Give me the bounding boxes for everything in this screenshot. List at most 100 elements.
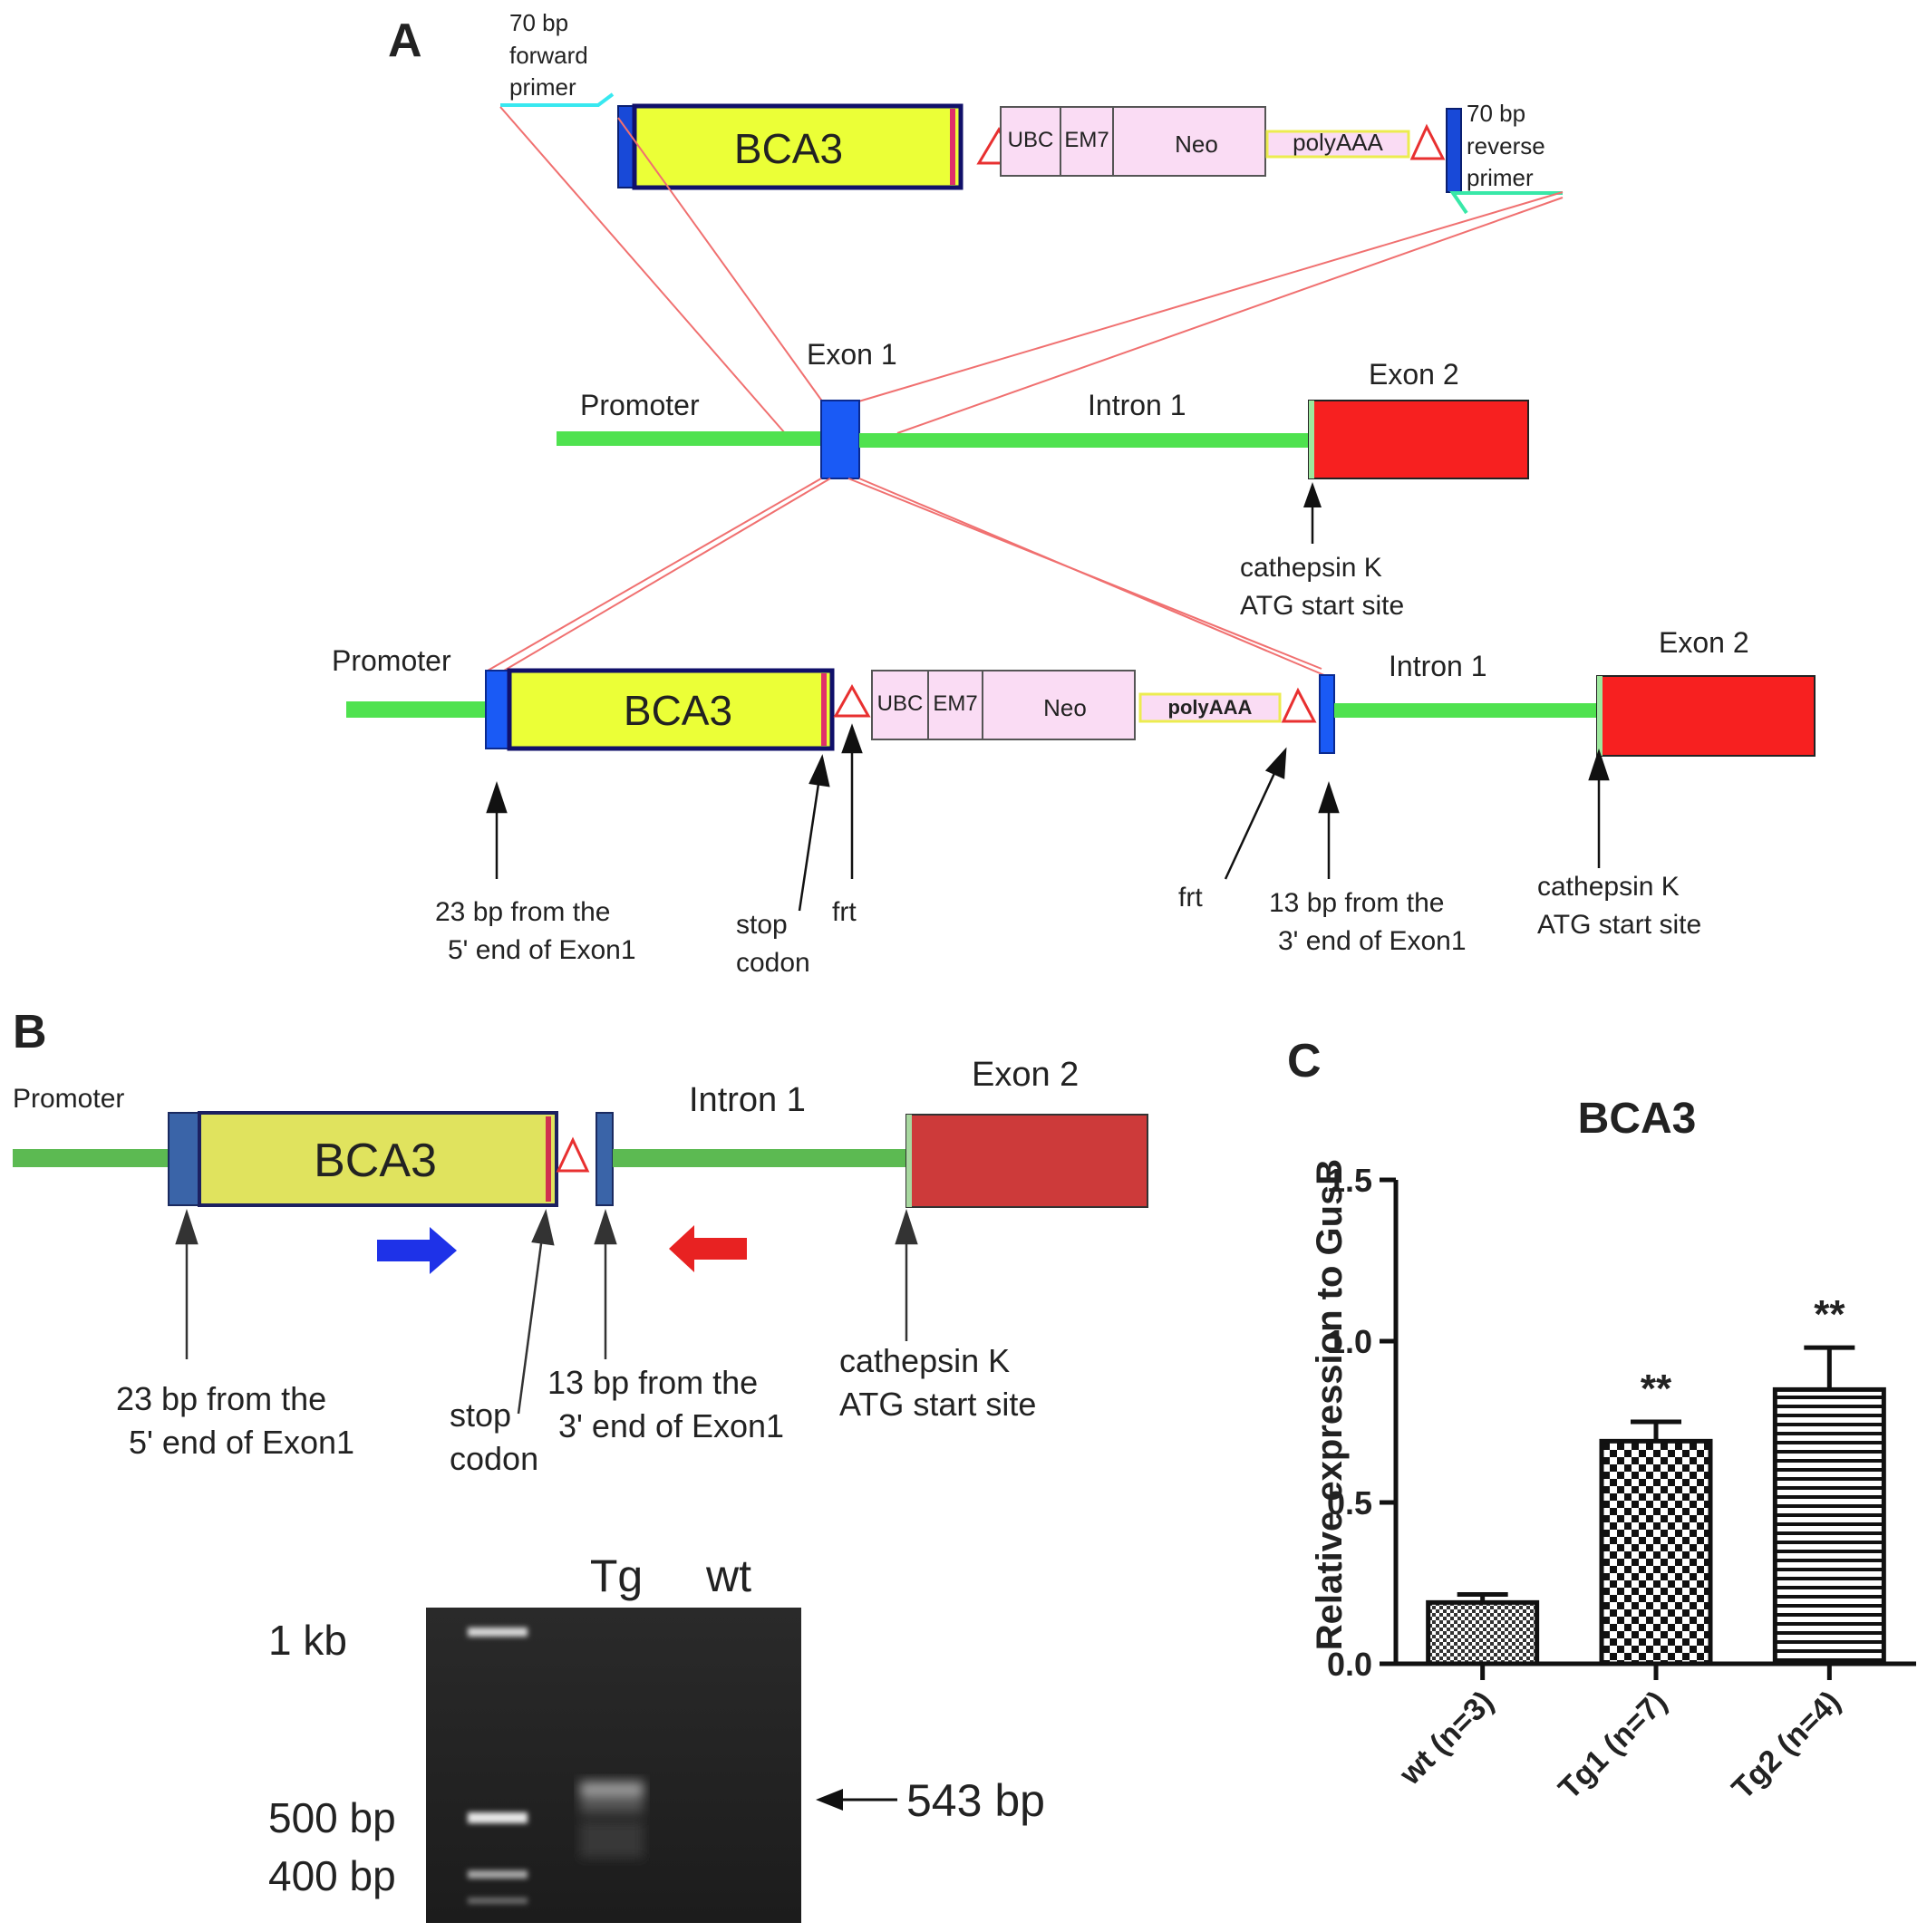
agarose-gel: Tg wt 1 kb 500 bp 400 bp 543 bp [268, 1550, 1045, 1923]
gel-marker-400bp: 400 bp [268, 1852, 396, 1899]
chart-significance-label: ** [1641, 1367, 1672, 1411]
b-promoter-line [13, 1149, 169, 1167]
svg-text:5' end of Exon1: 5' end of Exon1 [448, 935, 636, 965]
svg-text:5' end of Exon1: 5' end of Exon1 [129, 1424, 354, 1461]
svg-text:Neo: Neo [1043, 694, 1087, 721]
chart-title: BCA3 [1578, 1095, 1697, 1143]
b-exon2-box [905, 1114, 1148, 1208]
svg-text:reverse: reverse [1467, 132, 1545, 159]
tg-exon2-box [1596, 675, 1816, 757]
svg-text:ATG start site: ATG start site [1537, 910, 1701, 940]
tg-neo-cassette [871, 670, 1136, 740]
construct-exon1-right-segment [1446, 108, 1462, 193]
reverse-primer-arrow [1449, 191, 1563, 215]
wt-exon1-box [820, 400, 860, 479]
wt-exon2-box [1308, 400, 1529, 479]
reverse-primer-label: 70 bp reverse primer [1467, 100, 1545, 191]
recombination-lines-top [499, 106, 1564, 434]
panel-b-label: B [13, 1006, 47, 1058]
construct-neo-cassette [1000, 106, 1266, 177]
targeted-allele: Promoter BCA3 UBC EM7 Neo polyAAA Intron… [332, 626, 1816, 757]
b-bca3-label: BCA3 [314, 1135, 437, 1187]
svg-text:primer: primer [1467, 164, 1534, 191]
svg-text:3' end of Exon1: 3' end of Exon1 [1278, 926, 1467, 956]
chart-y-tick-label: 1.5 [1327, 1162, 1372, 1199]
chart-bar [1599, 1438, 1713, 1666]
tg-bca3-box [507, 668, 835, 751]
wt-exon2-label: Exon 2 [1369, 358, 1459, 391]
a-start-site-label: cathepsin K [1537, 872, 1680, 902]
construct-exon1-segment [617, 105, 635, 188]
wt-exon1-label: Exon 1 [807, 338, 897, 371]
b-forward-primer-arrow [377, 1227, 457, 1274]
svg-text:codon: codon [450, 1440, 538, 1477]
panel-c-label: C [1287, 1035, 1322, 1087]
svg-text:UBC: UBC [877, 691, 924, 716]
b-promoter-label: Promoter [13, 1084, 124, 1114]
tg-frt-right [1281, 687, 1317, 723]
chart-y-tick-label: 0.0 [1327, 1646, 1372, 1683]
gel-tg-band [580, 1782, 644, 1858]
gel-marker-1kb: 1 kb [268, 1617, 347, 1664]
panel-a-annotation-labels: 23 bp from the 5' end of Exon1 stop codo… [435, 872, 1701, 978]
panel-b: B Promoter BCA3 Intron 1 Exon 2 23 bp fr… [13, 1006, 1148, 1923]
construct-em7-label: EM7 [1064, 128, 1109, 152]
wt-start-site-label: cathepsin K [1240, 553, 1382, 583]
chart-significance-label: ** [1814, 1292, 1845, 1337]
tg-promoter-line [346, 701, 488, 718]
tg-intron1-label: Intron 1 [1389, 650, 1487, 682]
construct-neo-label: Neo [1175, 130, 1218, 158]
tg-bca3-label: BCA3 [624, 687, 732, 734]
chart-category-label: Tg2 (n=4) [1726, 1685, 1847, 1806]
gel-product-arrow [816, 1789, 843, 1811]
panel-b-arrows [175, 1208, 918, 1415]
svg-text:primer: primer [509, 73, 576, 101]
recombination-lines-bottom [487, 478, 1331, 679]
b-five-prime-label: 23 bp from the [116, 1380, 326, 1417]
panel-b-annotation-labels: 23 bp from the 5' end of Exon1 stop codo… [116, 1342, 1036, 1477]
panel-a: A 70 bp forward primer BCA3 UBC EM7 Neo … [332, 9, 1816, 978]
panel-a-arrows [486, 723, 1610, 912]
construct-bca3-label: BCA3 [734, 125, 843, 172]
gel-marker-500bp: 500 bp [268, 1794, 396, 1841]
gel-lane-wt-label: wt [705, 1550, 751, 1601]
chart-y-axis-label: Relative expression to GusB [1310, 1159, 1350, 1650]
svg-text:70 bp: 70 bp [509, 9, 568, 36]
b-start-site-label: cathepsin K [839, 1342, 1010, 1379]
construct-bca3-box [632, 103, 964, 190]
b-frt-mark [556, 1136, 590, 1173]
b-exon1-left [168, 1112, 200, 1206]
gel-lane-tg-label: Tg [590, 1550, 643, 1601]
b-stop-label: stop [450, 1396, 511, 1434]
a-frt-left-label: frt [832, 897, 857, 927]
gel-product-label: 543 bp [906, 1775, 1045, 1826]
wt-intron1-label: Intron 1 [1088, 389, 1186, 421]
a-three-prime-label: 13 bp from the [1269, 888, 1444, 918]
b-reverse-primer-arrow [669, 1225, 747, 1272]
chart-category-label: wt (n=3) [1392, 1685, 1500, 1792]
svg-text:ATG start site: ATG start site [1240, 591, 1404, 621]
chart-y-tick-label: 0.5 [1327, 1484, 1372, 1521]
svg-text:forward: forward [509, 42, 588, 69]
wildtype-locus: Promoter Exon 1 Intron 1 Exon 2 cathepsi… [557, 338, 1529, 621]
b-three-prime-label: 13 bp from the [547, 1364, 758, 1401]
a-frt-right-label: frt [1178, 883, 1203, 913]
tg-exon2-label: Exon 2 [1659, 626, 1749, 659]
a-stop-label: stop [736, 910, 788, 940]
b-intron1-line [613, 1149, 906, 1167]
svg-text:ATG start site: ATG start site [839, 1386, 1036, 1423]
svg-text:EM7: EM7 [933, 691, 977, 716]
wt-promoter-line [557, 431, 821, 446]
wt-intron1-line [859, 433, 1309, 448]
chart-bar [1772, 1386, 1886, 1666]
forward-primer-arrow [500, 92, 615, 107]
forward-primer-label: 70 bp forward primer [509, 9, 588, 101]
chart-category-label: Tg1 (n=7) [1552, 1685, 1673, 1806]
construct-polya-label: polyAAA [1293, 129, 1383, 156]
construct-ubc-label: UBC [1008, 128, 1054, 152]
tg-intron1-line [1334, 703, 1597, 718]
panel-c-chart: C BCA3 Relative expression to GusB 0.0 0.… [1287, 1035, 1916, 1806]
targeting-construct: BCA3 UBC EM7 Neo polyAAA [617, 103, 1462, 193]
wt-promoter-label: Promoter [580, 389, 700, 421]
construct-polya-box [1265, 130, 1410, 159]
